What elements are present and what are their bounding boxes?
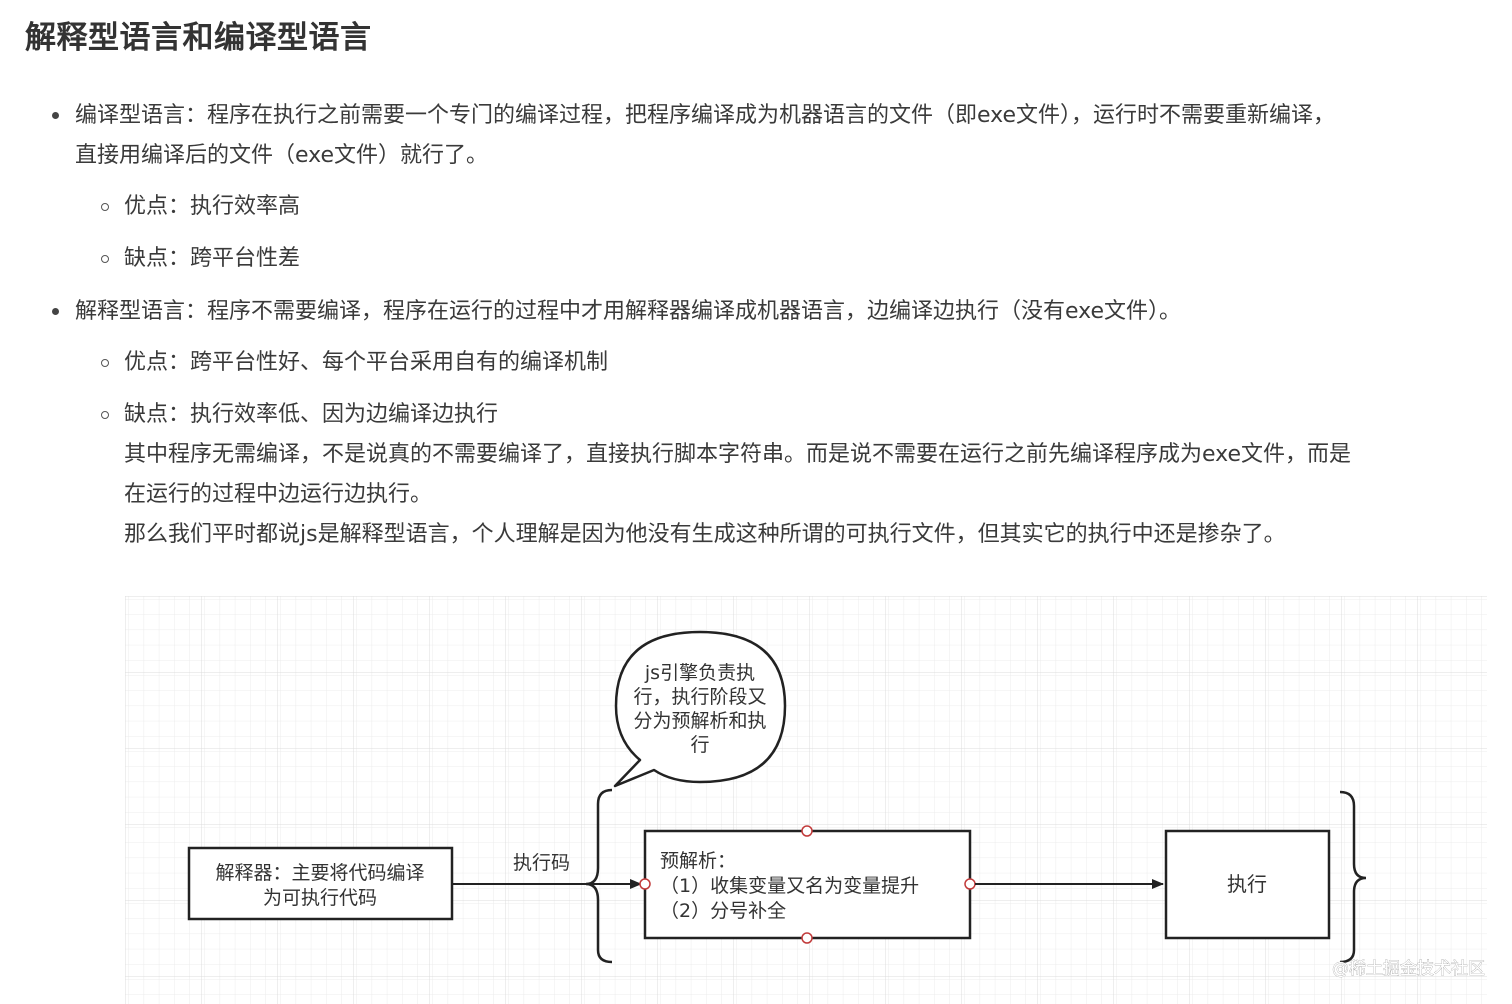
interpreted-pro: 优点：跨平台性好、每个平台采用自有的编译机制 — [124, 350, 609, 375]
bullet-disc-icon — [52, 112, 59, 119]
bubble-line1: js引擎负责执 — [644, 662, 755, 684]
bubble-line2: 行，执行阶段又 — [633, 686, 766, 708]
preparse-line1: 预解析： — [660, 850, 736, 872]
interpreted-con: 缺点：执行效率低、因为边编译边执行 — [124, 402, 499, 427]
explanation-line2: 在运行的过程中边运行边执行。 — [124, 482, 433, 507]
execute-label: 执行 — [1227, 872, 1267, 896]
speech-bubble: js引擎负责执 行，执行阶段又 分为预解析和执 行 — [613, 630, 787, 788]
interpreter-box: 解释器：主要将代码编译 为可执行代码 — [187, 846, 454, 921]
bubble-line3: 分为预解析和执 — [633, 710, 766, 732]
explanation-line1: 其中程序无需编译，不是说真的不需要编译了，直接执行脚本字符串。而是说不需要在运行… — [124, 442, 1352, 467]
bubble-line4: 行 — [690, 734, 709, 756]
execute-box: 执行 — [1164, 829, 1331, 940]
bullet-disc-icon — [52, 308, 59, 315]
page-title: 解释型语言和编译型语言 — [25, 20, 372, 56]
sub-bullet-circle-icon — [101, 411, 109, 419]
interpreter-box-line1: 解释器：主要将代码编译 — [215, 862, 424, 884]
compiled-pro: 优点：执行效率高 — [124, 194, 301, 219]
preparse-line3: （2）分号补全 — [660, 900, 786, 922]
sub-bullet-circle-icon — [101, 255, 109, 263]
connector-handle — [801, 825, 813, 837]
sub-bullet-circle-icon — [101, 359, 109, 367]
connector-handle — [964, 878, 976, 890]
explanation-line3: 那么我们平时都说js是解释型语言，个人理解是因为他没有生成这种所谓的可执行文件，… — [124, 522, 1286, 547]
arrow-label: 执行码 — [513, 852, 570, 874]
preparse-box: 预解析： （1）收集变量又名为变量提升 （2）分号补全 — [639, 825, 976, 944]
preparse-line2: （1）收集变量又名为变量提升 — [660, 875, 919, 897]
bullet-compiled-line2: 直接用编译后的文件（exe文件）就行了。 — [75, 143, 489, 168]
sub-bullet-circle-icon — [101, 203, 109, 211]
interpreter-box-line2: 为可执行代码 — [263, 887, 377, 909]
bullet-interpreted-line1: 解释型语言：程序不需要编译，程序在运行的过程中才用解释器编译成机器语言，边编译边… — [75, 299, 1182, 324]
watermark: @稀土掘金技术社区 — [1332, 959, 1485, 979]
right-brace — [1339, 790, 1367, 964]
compiled-con: 缺点：跨平台性差 — [124, 246, 301, 271]
connector-handle — [801, 932, 813, 944]
bullet-compiled-line1: 编译型语言：程序在执行之前需要一个专门的编译过程，把程序编译成为机器语言的文件（… — [75, 103, 1336, 128]
connector-handle — [639, 878, 651, 890]
left-brace — [585, 788, 613, 964]
